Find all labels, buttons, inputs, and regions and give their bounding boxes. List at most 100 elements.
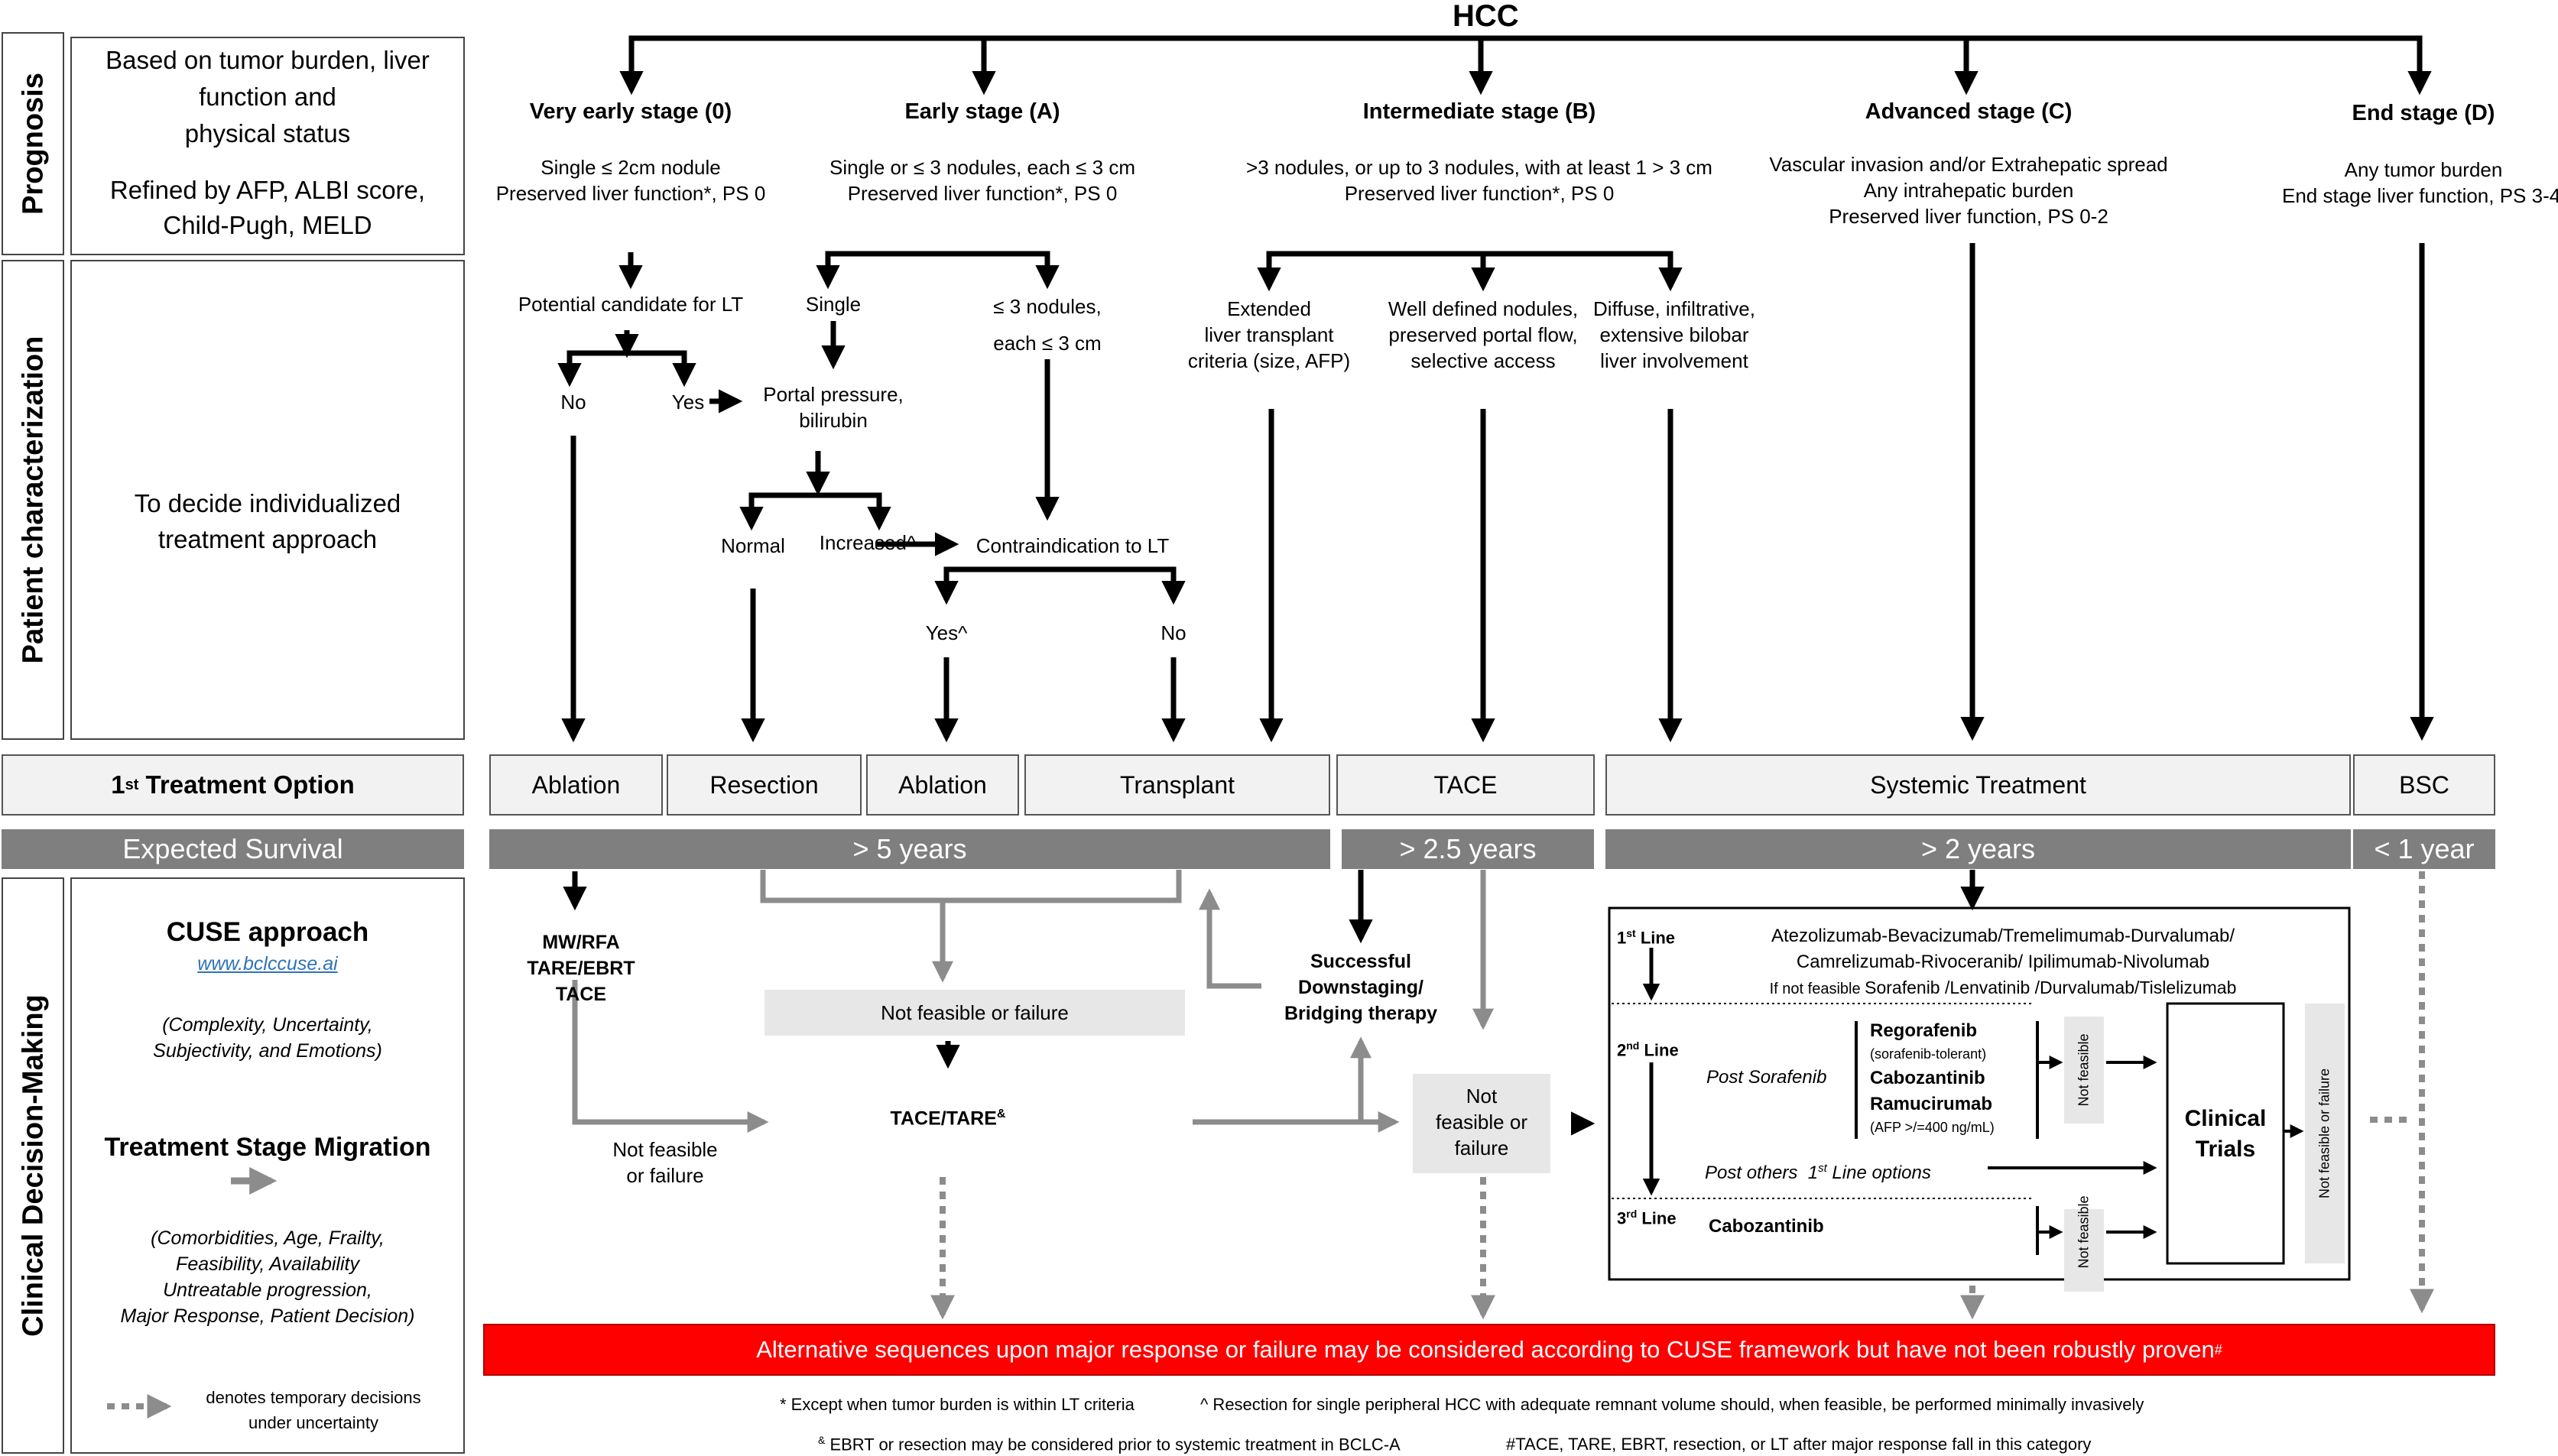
ramucirumab: Ramucirumab: [1870, 1094, 1993, 1114]
node-portal-a: Portal pressure,: [763, 383, 904, 406]
ramu-note: (AFP >/=400 ng/mL): [1870, 1120, 1995, 1135]
line3-label-main: 3: [1617, 1208, 1627, 1228]
tace-tare: TACE/TARE&: [864, 1107, 1032, 1131]
clinical-label-box: [2, 877, 64, 1454]
node-no-1: No: [560, 391, 586, 413]
node-well-a: Well defined nodules,: [1388, 297, 1579, 320]
survival-gt25: > 2.5 years: [1342, 829, 1594, 869]
line1-label-sup: st: [1626, 927, 1636, 939]
cabozantinib: Cabozantinib: [1870, 1068, 1985, 1088]
patient-label-box: [2, 260, 64, 740]
prognosis-text-4: Refined by AFP, ALBI score,: [109, 176, 426, 204]
line3-label-sup: rd: [1626, 1208, 1638, 1220]
stage-a-desc-1: Single or ≤ 3 nodules, each ≤ 3 cm: [829, 156, 1135, 179]
tsm-title: Treatment Stage Migration: [104, 1133, 431, 1162]
stage-a-desc-2: Preserved liver function*, PS 0: [847, 182, 1118, 205]
post-others-b: Line options: [1826, 1163, 1931, 1183]
patient-label: Patient characterization: [17, 336, 50, 664]
cuse-desc-2: Subjectivity, and Emotions): [153, 1040, 382, 1062]
tsm-desc-1: (Comorbidities, Age, Frailty,: [151, 1227, 385, 1249]
nf-vertical-2: Not feasible: [2076, 1195, 2092, 1269]
node-portal-b: bilirubin: [799, 409, 868, 432]
nf-vertical-2-shade: [2064, 1209, 2104, 1292]
stage-0-title: Very early stage (0): [529, 99, 732, 124]
alternative-sequences-bar: Alternative sequences upon major respons…: [483, 1324, 2495, 1376]
prognosis-text-2: function and: [199, 83, 336, 111]
alternative-sequences-text: Alternative sequences upon major respons…: [756, 1336, 2215, 1363]
tsm-desc-3: Untreatable progression,: [163, 1279, 372, 1301]
mw-rfa: MW/RFA: [542, 932, 620, 953]
survival-gt2: > 2 years: [1605, 829, 2351, 869]
node-le3-b: each ≤ 3 cm: [993, 332, 1102, 355]
nf-box-2: feasible or: [1436, 1111, 1527, 1133]
node-yes-1: Yes: [671, 391, 705, 413]
post-others: Post others 1st Line options: [1705, 1162, 1931, 1185]
line1-drugs-3a: If not feasible: [1769, 981, 1865, 997]
stage-b-desc-2: Preserved liver function*, PS 0: [1344, 182, 1615, 205]
option-ablation-1: Ablation: [489, 754, 663, 816]
line1-drugs-1: Atezolizumab-Bevacizumab/Tremelimumab-Du…: [1771, 926, 2235, 946]
hcc-root: HCC: [1453, 0, 1519, 33]
tace-tare-sup: &: [996, 1107, 1006, 1120]
node-no-2: No: [1161, 621, 1186, 644]
stage-b-title: Intermediate stage (B): [1362, 99, 1596, 124]
nf-bar: Not feasible or failure: [764, 990, 1185, 1036]
footnote-3-sup: &: [818, 1434, 826, 1446]
stage-d-desc-1: Any tumor burden: [2344, 158, 2503, 181]
clinical-box: [70, 877, 465, 1454]
line1-drugs-3b: Sorafenib /Lenvatinib /Durvalumab/Tislel…: [1865, 978, 2237, 997]
line1-label-main: 1: [1617, 928, 1627, 948]
node-contraindication: Contraindication to LT: [975, 534, 1170, 557]
prognosis-box: [70, 37, 465, 255]
bridging: Bridging therapy: [1284, 1003, 1437, 1024]
line2-label: 2nd Line: [1617, 1039, 1679, 1061]
node-single: Single: [805, 293, 862, 316]
node-potential-lt: Potential candidate for LT: [518, 293, 744, 316]
node-le3-a: ≤ 3 nodules,: [993, 295, 1102, 318]
option-systemic: Systemic Treatment: [1605, 754, 2351, 816]
footnote-1: * Except when tumor burden is within LT …: [780, 1395, 1135, 1414]
cuse-link[interactable]: www.bclccuse.ai: [197, 953, 338, 974]
footnote-2: ^ Resection for single peripheral HCC wi…: [1200, 1395, 2144, 1414]
node-well-b: preserved portal flow,: [1388, 323, 1578, 346]
option-bsc: BSC: [2353, 754, 2495, 816]
alternative-sequences-sup: #: [2214, 1341, 2222, 1357]
node-extended-a: Extended: [1227, 297, 1311, 320]
clinical-trials-b: Trials: [2195, 1137, 2256, 1162]
survival-lt1: < 1 year: [2353, 829, 2495, 869]
prognosis-text-5: Child-Pugh, MELD: [163, 211, 372, 239]
prognosis-text-3: physical status: [184, 119, 351, 148]
tace-small: TACE: [555, 984, 607, 1005]
downstaging: Downstaging/: [1298, 977, 1423, 998]
tace-tare-label: TACE/TARE: [890, 1107, 997, 1130]
clinical-trials-a: Clinical: [2184, 1106, 2267, 1131]
first-treatment-label-main: 1: [111, 770, 125, 799]
option-resection: Resection: [667, 754, 862, 816]
nf-box-3: failure: [1454, 1137, 1509, 1159]
node-yes-2: Yes^: [925, 621, 968, 644]
stage-0-desc-1: Single ≤ 2cm nodule: [540, 156, 721, 179]
nf-or-fail-vertical: Not feasible or failure: [2316, 1068, 2332, 1199]
stage-0-desc-2: Preserved liver function*, PS 0: [495, 182, 766, 205]
patient-box: [70, 260, 465, 740]
stage-d-desc-2: End stage liver function, PS 3-4: [2282, 184, 2558, 207]
stage-d-title: End stage (D): [2352, 101, 2495, 125]
option-ablation-2: Ablation: [866, 754, 1019, 816]
node-extended-c: criteria (size, AFP): [1187, 349, 1351, 372]
line1-drugs-2: Camrelizumab-Rivoceranib/ Ipilimumab-Niv…: [1796, 952, 2210, 972]
prognosis-text-1: Based on tumor burden, liver: [106, 46, 430, 74]
survival-gt5: > 5 years: [489, 829, 1330, 869]
post-others-sup: st: [1818, 1162, 1827, 1175]
nf-vertical-1: Not feasible: [2076, 1033, 2092, 1107]
nf-box-shade: [1413, 1074, 1550, 1173]
tsm-desc-4: Major Response, Patient Decision): [120, 1305, 415, 1327]
patient-text-1: To decide individualized: [134, 489, 401, 517]
post-sorafenib: Post Sorafenib: [1706, 1067, 1827, 1088]
cuse-title: CUSE approach: [166, 917, 369, 947]
nf-fail-b: or failure: [626, 1164, 704, 1187]
nf-box-1: Not: [1466, 1085, 1498, 1107]
option-transplant: Transplant: [1024, 754, 1330, 816]
post-others-a: Post others 1: [1705, 1163, 1819, 1183]
line1-label: 1st Line: [1617, 927, 1675, 949]
